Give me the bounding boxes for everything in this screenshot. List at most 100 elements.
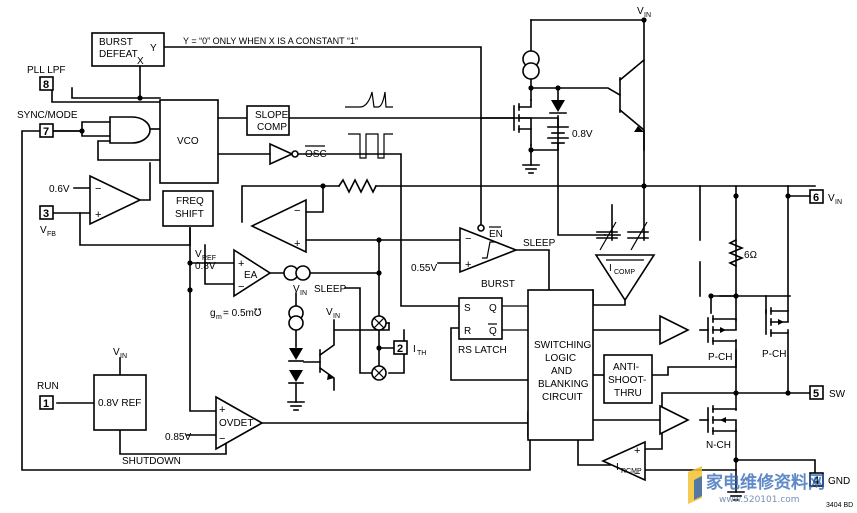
svg-text:COMP: COMP <box>614 269 635 276</box>
svg-text:= 0.5m℧: = 0.5m℧ <box>223 308 262 319</box>
osc-inverter: OSC <box>269 142 327 166</box>
svg-text:REF: REF <box>202 255 216 262</box>
svg-text:THRU: THRU <box>614 388 642 399</box>
gm-current-source-icon <box>283 265 311 281</box>
anti-shoot-thru-block: ANTI- SHOOT- THRU <box>603 354 653 404</box>
slope-comp-block: SLOPE COMP <box>246 105 290 136</box>
pch-mosfet-2-icon: P-CH <box>762 307 789 360</box>
svg-text:SHIFT: SHIFT <box>175 209 204 220</box>
svg-text:0.85V: 0.85V <box>165 432 191 443</box>
rs-latch: S Q R Q RS LATCH <box>458 297 528 356</box>
svg-text:FREQ: FREQ <box>176 196 204 207</box>
svg-text:N-CH: N-CH <box>706 440 731 451</box>
burst-defeat-block: BURST DEFEAT Y X <box>91 32 165 67</box>
svg-text:SW: SW <box>829 389 846 400</box>
svg-text:www.520101.com: www.520101.com <box>719 495 800 505</box>
nch-driver-icon <box>659 404 690 436</box>
svg-text:7: 7 <box>43 126 49 138</box>
svg-text:IN: IN <box>120 353 127 360</box>
svg-text:6Ω: 6Ω <box>744 250 757 261</box>
svg-text:IN: IN <box>333 313 340 320</box>
resistor-icon <box>337 178 378 194</box>
svg-text:P-CH: P-CH <box>708 352 732 363</box>
svg-text:BURST: BURST <box>99 37 133 48</box>
zener-diode-icon <box>549 100 567 114</box>
top-mosfet-icon <box>513 99 532 146</box>
svg-text:SLEEP: SLEEP <box>523 238 556 249</box>
sleep-label-2: SLEEP <box>314 284 347 295</box>
figure-id: 3404 BD <box>826 502 853 509</box>
svg-text:OVDET: OVDET <box>219 418 253 429</box>
svg-text:0.8V: 0.8V <box>572 129 593 140</box>
ground-icon <box>522 164 540 174</box>
svg-text:V: V <box>293 284 300 295</box>
svg-text:V: V <box>326 307 333 318</box>
vin-label-npn: V IN <box>326 307 340 320</box>
vref-label: V REF 0.8V <box>195 249 216 272</box>
pin-2: 2 I TH <box>393 340 426 357</box>
svg-text:+: + <box>219 404 225 416</box>
resistor-6ohm-icon: 6Ω <box>727 238 757 268</box>
svg-text:SHOOT-: SHOOT- <box>608 375 646 386</box>
svg-text:2: 2 <box>397 343 403 355</box>
pin-8: 8 PLL LPF <box>27 65 66 91</box>
svg-text:0.8V REF: 0.8V REF <box>98 398 141 409</box>
analog-switch-icons <box>371 315 387 381</box>
pin-1: 1 RUN <box>37 381 59 410</box>
svg-text:V: V <box>195 249 202 260</box>
svg-text:PLL LPF: PLL LPF <box>27 65 66 76</box>
vco-block: VCO <box>159 99 219 184</box>
nch-mosfet-icon: N-CH <box>706 405 737 451</box>
svg-text:g: g <box>210 308 216 319</box>
burst-comparator: − + BURST EN SLEEP 0.55V <box>411 224 556 290</box>
pin-7: 7 SYNC/MODE <box>17 110 78 138</box>
vin-label-ea: V IN <box>293 284 307 297</box>
pch-driver-icon <box>659 314 690 346</box>
shutdown-label: SHUTDOWN <box>122 456 181 467</box>
svg-text:4: 4 <box>813 475 820 487</box>
svg-text:I: I <box>609 263 612 274</box>
svg-text:Y: Y <box>150 43 157 54</box>
ramp-waveform-icon <box>345 91 393 108</box>
svg-text:−: − <box>634 468 640 480</box>
svg-text:VCO: VCO <box>177 136 199 147</box>
pch-mosfet-1-icon: P-CH <box>707 315 737 363</box>
svg-text:0.8V: 0.8V <box>195 261 216 272</box>
svg-text:V: V <box>637 6 644 17</box>
svg-text:−: − <box>465 233 471 245</box>
vin-label-top: V IN <box>637 6 651 19</box>
svg-text:3: 3 <box>43 208 49 220</box>
svg-text:FB: FB <box>47 231 56 238</box>
vfb-comparator: − + 0.6V <box>49 174 142 226</box>
pin-3: 3 V FB <box>39 205 56 238</box>
svg-text:I: I <box>616 462 619 473</box>
svg-text:+: + <box>95 209 101 221</box>
svg-text:OSC: OSC <box>305 149 327 160</box>
svg-text:−: − <box>95 183 101 195</box>
svg-text:ANTI-: ANTI- <box>613 362 639 373</box>
svg-text:Q: Q <box>489 303 497 314</box>
svg-text:SWITCHING: SWITCHING <box>534 340 591 351</box>
logic-note: Y = “0” ONLY WHEN X IS A CONSTANT “1” <box>183 36 358 46</box>
battery-icon: 0.8V <box>547 126 593 144</box>
svg-text:IN: IN <box>300 290 307 297</box>
sense-element-icon <box>596 221 649 251</box>
svg-text:V: V <box>40 225 47 236</box>
and-gate-icon <box>109 116 151 144</box>
svg-text:0.55V: 0.55V <box>411 263 437 274</box>
svg-text:+: + <box>465 259 471 271</box>
svg-text:+: + <box>294 238 300 250</box>
svg-text:RUN: RUN <box>37 381 59 392</box>
svg-text:+: + <box>238 258 244 270</box>
svg-text:RCMP: RCMP <box>621 468 642 475</box>
freq-shift-block: FREQ SHIFT <box>162 190 214 227</box>
svg-text:m: m <box>216 314 222 321</box>
svg-text:COMP: COMP <box>257 122 287 133</box>
svg-text:P-CH: P-CH <box>762 349 786 360</box>
svg-text:−: − <box>294 205 300 217</box>
svg-text:−: − <box>219 433 225 445</box>
switching-logic-block: SWITCHING LOGIC AND BLANKING CIRCUIT <box>527 289 594 441</box>
svg-text:BLANKING: BLANKING <box>538 379 589 390</box>
svg-text:Q: Q <box>489 326 497 337</box>
